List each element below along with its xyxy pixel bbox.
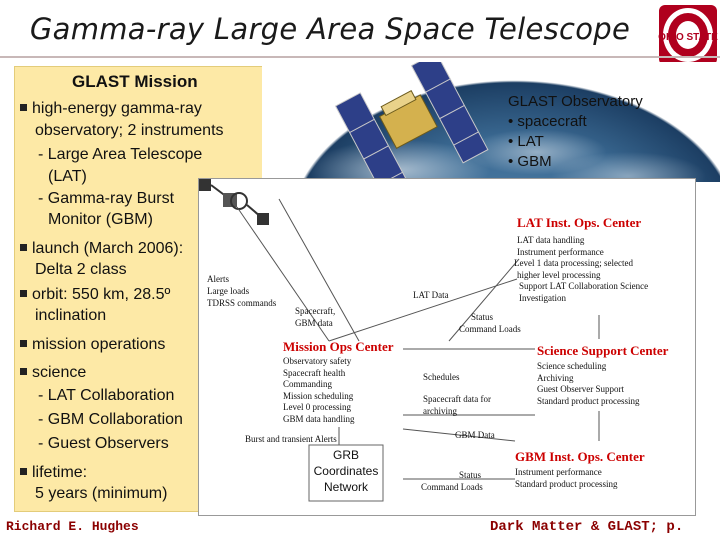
flow-label-gbm-data: GBM Data: [455, 429, 495, 441]
observatory-item: • LAT: [508, 132, 643, 152]
mission-ops-title: Mission Ops Center: [283, 339, 394, 355]
flow-label-status-loads-2: Status Command Loads: [421, 469, 483, 493]
grb-line: Network: [309, 479, 383, 495]
bullet-line: (LAT): [48, 166, 87, 188]
grb-line: GRB: [309, 447, 383, 463]
science-support-item: Standard product processing: [537, 396, 639, 408]
science-support-item: Archiving: [537, 373, 639, 385]
flow-label-schedules: Schedules: [423, 371, 460, 383]
bullet-line: - LAT Collaboration: [38, 385, 174, 407]
tdrss-satellite-icon: [199, 179, 269, 225]
mission-ops-items: Observatory safety Spacecraft health Com…: [283, 356, 355, 425]
lat-ops-item: Investigation: [519, 293, 648, 305]
bullet-mission-ops: mission operations: [20, 334, 165, 356]
observatory-item: • GBM: [508, 152, 643, 172]
slide-title: Gamma-ray Large Area Space Telescope: [0, 12, 660, 46]
mission-ops-item: GBM data handling: [283, 414, 355, 426]
flow-label-lat-data: LAT Data: [413, 289, 449, 301]
bullet-orbit: orbit: 550 km, 28.5º: [20, 284, 170, 306]
lat-ops-item: higher level processing: [517, 270, 648, 282]
observatory-heading: GLAST Observatory: [508, 92, 643, 112]
bullet-text: launch (March 2006):: [32, 240, 183, 257]
bullet-line: - Guest Observers: [38, 433, 169, 455]
flow-label-alerts: Alerts Large loads TDRSS commands: [207, 273, 276, 309]
bullet-text: science: [32, 364, 86, 381]
bullet-line: Monitor (GBM): [48, 209, 153, 231]
bullet-line: 5 years (minimum): [35, 483, 167, 505]
flow-label-spacecraft-archiving: Spacecraft data for archiving: [423, 393, 491, 417]
observatory-item: • spacecraft: [508, 112, 643, 132]
lat-ops-item: LAT data handling: [517, 235, 648, 247]
science-support-items: Science scheduling Archiving Guest Obser…: [537, 361, 639, 407]
footer-author: Richard E. Hughes: [6, 519, 139, 534]
mission-ops-item: Observatory safety: [283, 356, 355, 368]
gbm-ops-title: GBM Inst. Ops. Center: [515, 449, 645, 465]
title-divider: [0, 56, 720, 58]
mission-ops-item: Mission scheduling: [283, 391, 355, 403]
bullet-line: - Large Area Telescope: [38, 144, 202, 166]
bullet-text: lifetime:: [32, 464, 87, 481]
flow-label-burst-alerts: Burst and transient Alerts: [245, 433, 337, 445]
logo-text: OHIO STATE: [658, 32, 718, 43]
bullet-line: - GBM Collaboration: [38, 409, 183, 431]
gbm-ops-item: Instrument performance: [515, 467, 617, 479]
bullet-square-icon: [20, 290, 27, 297]
bullet-line: observatory; 2 instruments: [35, 120, 224, 142]
mission-heading: GLAST Mission: [72, 72, 198, 92]
lat-ops-item: Instrument performance: [517, 247, 648, 259]
gbm-ops-item: Standard product processing: [515, 479, 617, 491]
bullet-line: Delta 2 class: [35, 259, 127, 281]
science-support-item: Science scheduling: [537, 361, 639, 373]
bullet-text: orbit: 550 km, 28.5º: [32, 286, 170, 303]
mission-ops-item: Level 0 processing: [283, 402, 355, 414]
bullet-text: mission operations: [32, 336, 165, 353]
bullet-line: - Gamma-ray Burst: [38, 188, 174, 210]
ground-system-diagram: LAT Inst. Ops. Center LAT data handling …: [198, 178, 696, 516]
bullet-launch: launch (March 2006):: [20, 238, 183, 260]
bullet-science: science: [20, 362, 86, 384]
spacecraft-icon: [262, 62, 720, 182]
lat-ops-item: Support LAT Collaboration Science: [519, 281, 648, 293]
bullet-square-icon: [20, 244, 27, 251]
science-support-title: Science Support Center: [537, 343, 668, 359]
flow-label-spacecraft-data: Spacecraft, GBM data: [295, 305, 335, 329]
mission-ops-item: Spacecraft health: [283, 368, 355, 380]
observatory-info: GLAST Observatory • spacecraft • LAT • G…: [508, 92, 643, 172]
gbm-ops-items: Instrument performance Standard product …: [515, 467, 617, 490]
science-support-item: Guest Observer Support: [537, 384, 639, 396]
bullet-text: high-energy gamma-ray: [32, 100, 202, 117]
flow-label-status-loads: Status Command Loads: [459, 311, 521, 335]
bullet-square-icon: [20, 340, 27, 347]
bullet-square-icon: [20, 104, 27, 111]
footer-page: Dark Matter & GLAST; p.: [490, 519, 683, 535]
lat-ops-item: Level 1 data processing; selected: [514, 258, 648, 270]
grb-network: GRB Coordinates Network: [309, 447, 383, 495]
bullet-square-icon: [20, 368, 27, 375]
bullet-line: inclination: [35, 305, 106, 327]
mission-ops-item: Commanding: [283, 379, 355, 391]
bullet-lifetime: lifetime:: [20, 462, 87, 484]
bullet-observatory: high-energy gamma-ray: [20, 98, 202, 120]
lat-ops-title: LAT Inst. Ops. Center: [517, 215, 641, 231]
grb-line: Coordinates: [309, 463, 383, 479]
lat-ops-items: LAT data handling Instrument performance…: [517, 235, 648, 304]
bullet-square-icon: [20, 468, 27, 475]
